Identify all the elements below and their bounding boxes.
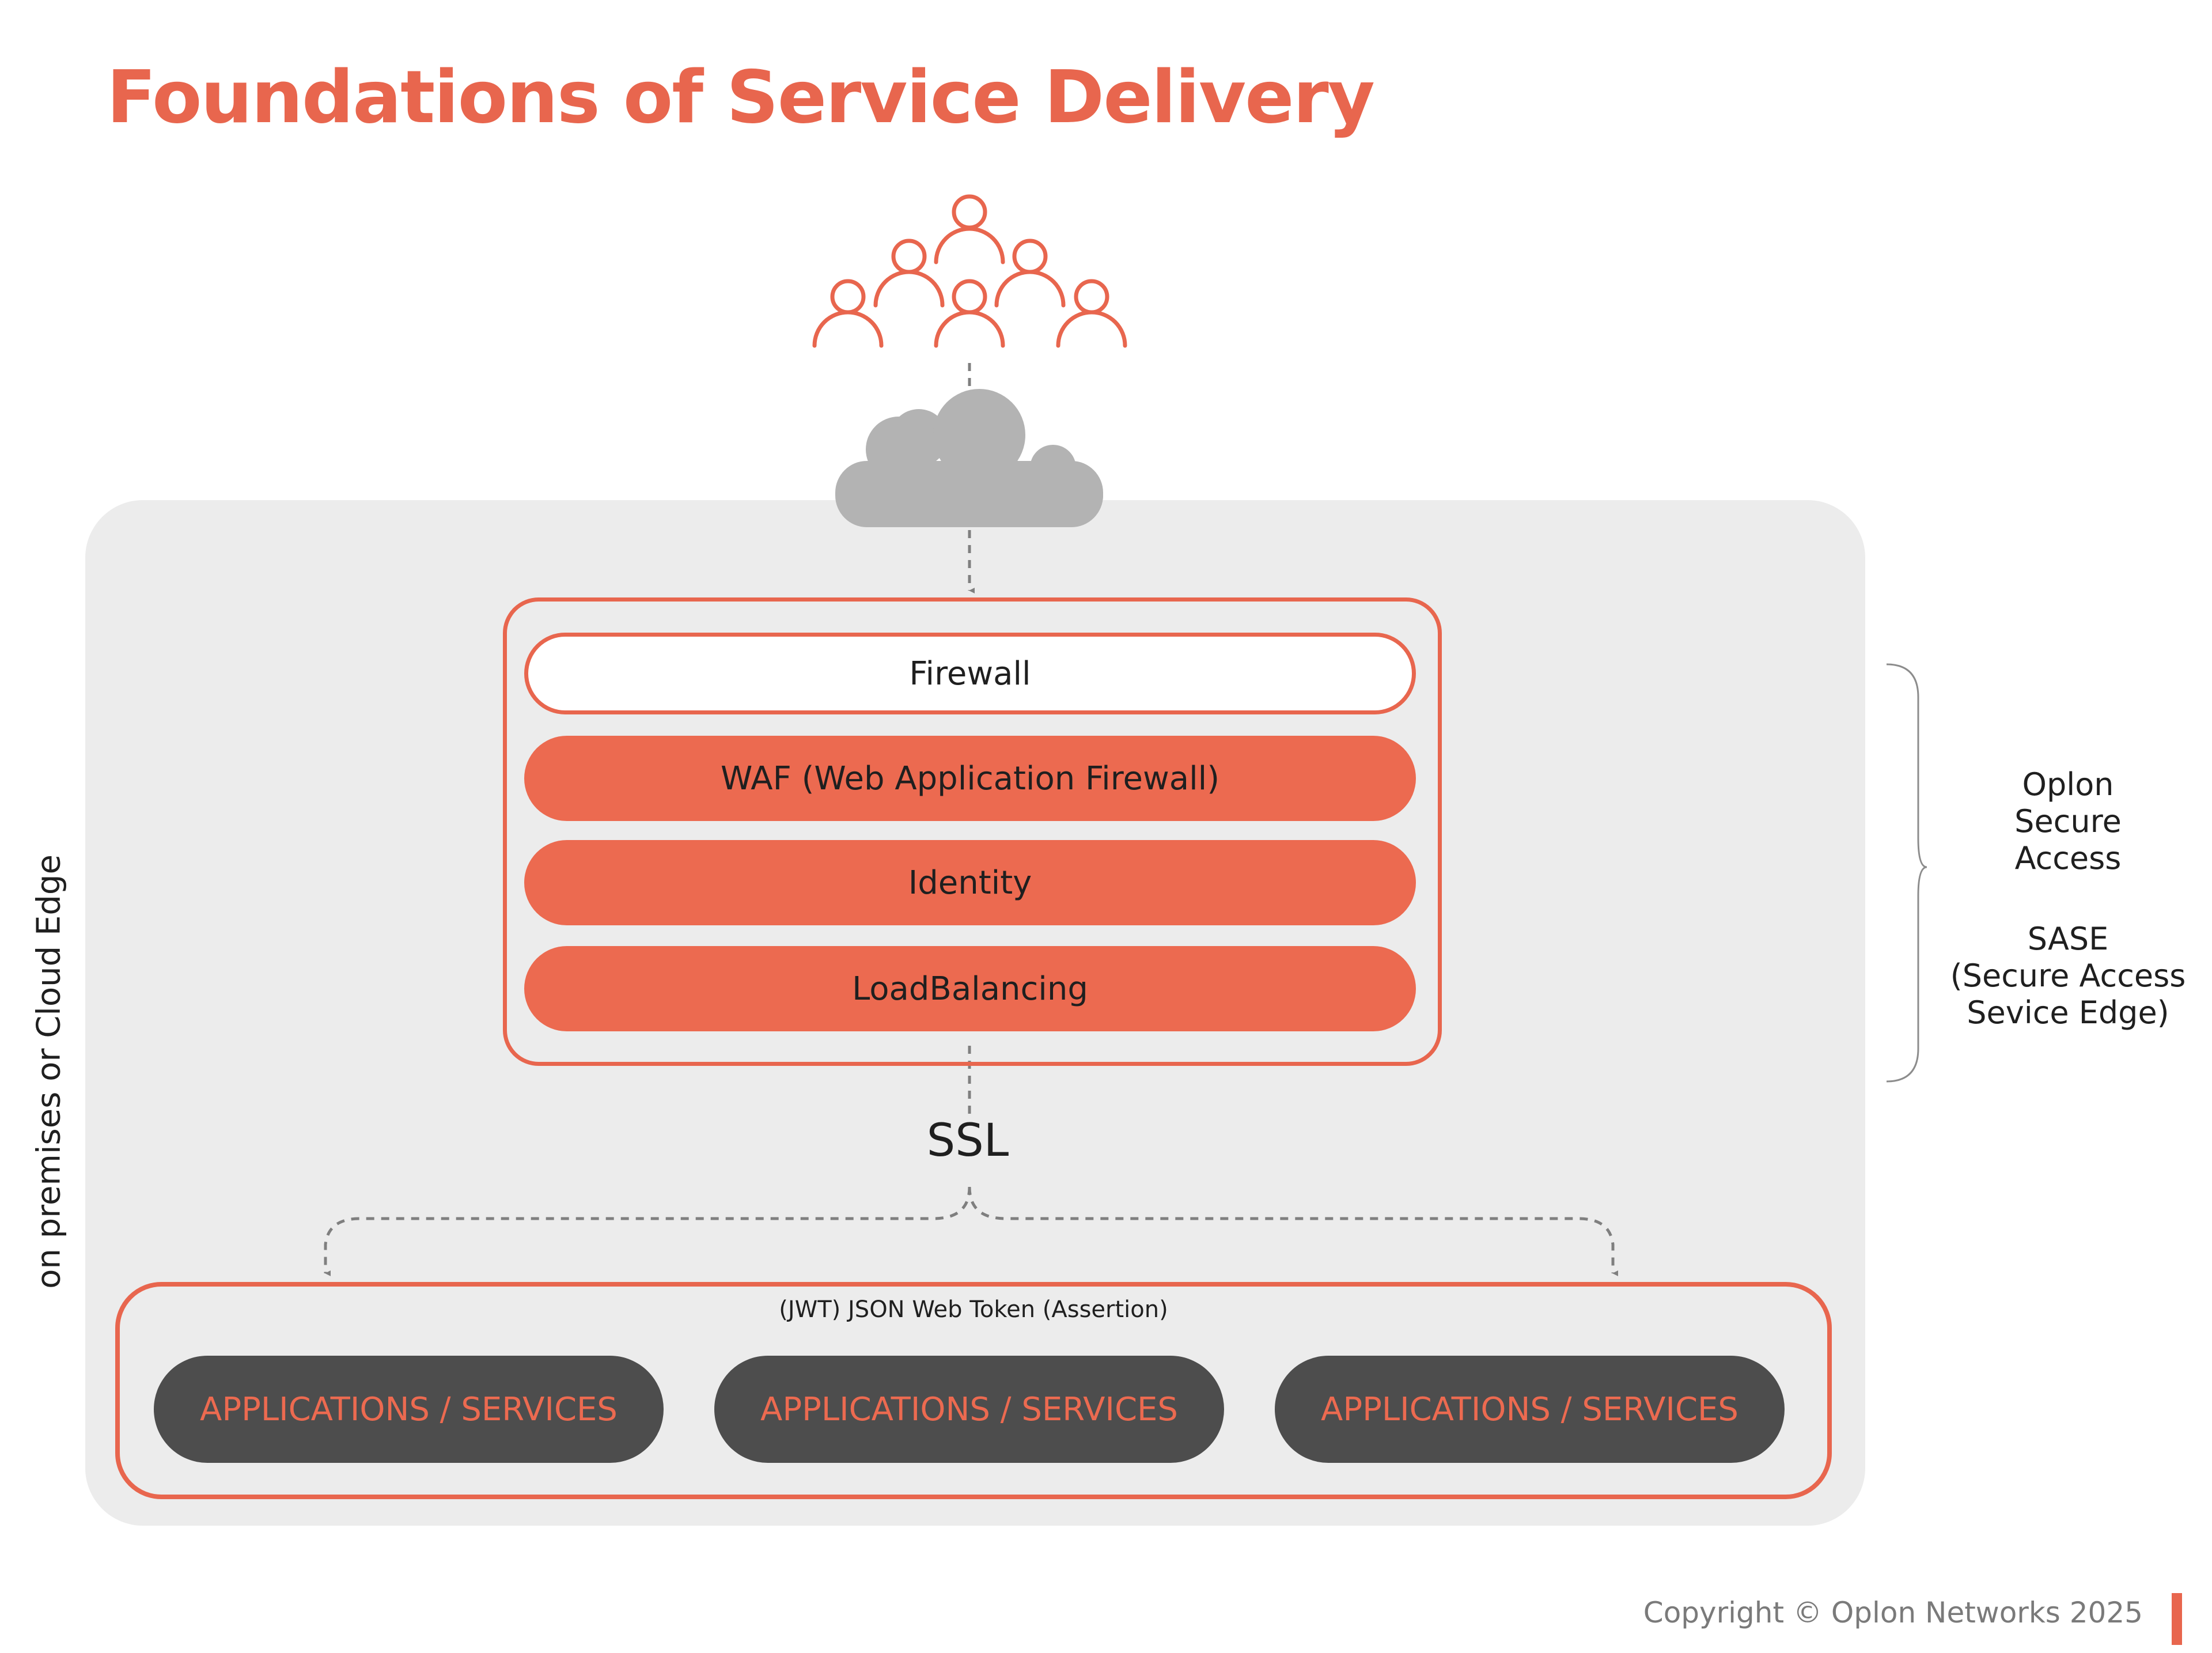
layer-loadbalancing: LoadBalancing xyxy=(524,946,1416,1031)
ssl-label: SSL xyxy=(926,1115,1009,1167)
layer-identity: Identity xyxy=(524,840,1416,925)
brace-secondary-line-3: Sevice Edge) xyxy=(1967,994,2169,1031)
connector-ssl-right xyxy=(968,1186,1618,1276)
page-title: Foundations of Service Delivery xyxy=(107,55,1375,139)
layer-waf-label: WAF (Web Application Firewall) xyxy=(720,759,1220,797)
application-service-2-label: APPLICATIONS / SERVICES xyxy=(760,1390,1178,1428)
applications-box xyxy=(115,1282,1832,1499)
brace-secondary-line-1: SASE xyxy=(2027,921,2109,957)
footer-accent-bar xyxy=(2172,1593,2182,1645)
layer-loadbalancing-label: LoadBalancing xyxy=(852,970,1088,1008)
brace-primary-label: Oplon Secure Access xyxy=(1918,766,2212,877)
copyright-footer: Copyright © Oplon Networks 2025 xyxy=(1643,1596,2143,1629)
brace-icon xyxy=(1886,663,1927,1083)
layer-waf: WAF (Web Application Firewall) xyxy=(524,736,1416,821)
layer-firewall: Firewall xyxy=(524,633,1416,714)
application-service-1: APPLICATIONS / SERVICES xyxy=(154,1356,664,1463)
layer-firewall-label: Firewall xyxy=(909,655,1031,693)
brace-primary-line-3: Access xyxy=(2014,840,2122,876)
brace-primary-line-1: Oplon xyxy=(2022,766,2114,803)
application-service-3: APPLICATIONS / SERVICES xyxy=(1275,1356,1785,1463)
application-service-1-label: APPLICATIONS / SERVICES xyxy=(200,1390,618,1428)
connector-ssl-left xyxy=(324,1186,971,1276)
brace-secondary-label: SASE (Secure Access Sevice Edge) xyxy=(1918,921,2212,1031)
brace-secondary-line-2: (Secure Access xyxy=(1950,958,2186,994)
security-stack-box xyxy=(503,597,1442,1066)
users-group-icon xyxy=(812,194,1127,348)
jwt-label: (JWT) JSON Web Token (Assertion) xyxy=(779,1296,1168,1323)
application-service-2: APPLICATIONS / SERVICES xyxy=(714,1356,1224,1463)
brace-primary-line-2: Secure xyxy=(2014,803,2122,839)
layer-identity-label: Identity xyxy=(908,864,1032,902)
application-service-3-label: APPLICATIONS / SERVICES xyxy=(1321,1390,1738,1428)
cloud-icon xyxy=(835,389,1103,527)
